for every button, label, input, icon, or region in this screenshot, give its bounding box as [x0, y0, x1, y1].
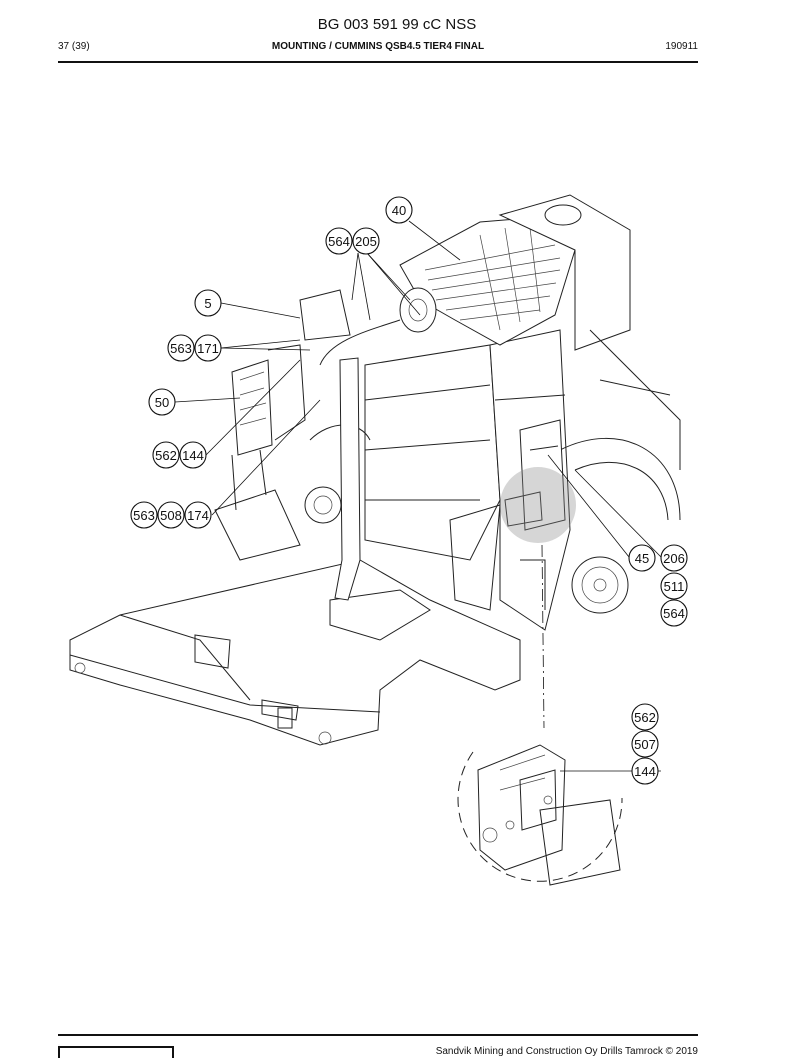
callout-511: 511	[660, 572, 688, 600]
callout-label: 144	[182, 448, 204, 463]
detail-link-line	[541, 544, 545, 729]
callout-label: 205	[355, 234, 377, 249]
callout-563: 563	[167, 334, 195, 362]
header-rule	[58, 61, 698, 63]
callout-label: 564	[328, 234, 350, 249]
callout-label: 507	[634, 737, 656, 752]
callout-label: 144	[634, 764, 656, 779]
callout-label: 174	[187, 508, 209, 523]
callout-562: 562	[152, 441, 180, 469]
callout-label: 508	[160, 508, 182, 523]
callout-564: 564	[660, 599, 688, 627]
document-date: 190911	[665, 41, 698, 52]
detail-highlight	[500, 467, 576, 543]
page-counter: 37 (39)	[58, 41, 90, 52]
document-number: BG 003 591 99 cC NSS	[317, 16, 477, 33]
callout-563: 563	[130, 501, 158, 529]
callout-label: 563	[170, 341, 192, 356]
callout-45: 45	[628, 544, 656, 572]
mounting-bracket	[449, 419, 566, 611]
cooling-grille	[399, 217, 576, 346]
callout-label: 50	[155, 395, 169, 410]
callout-label: 45	[635, 551, 649, 566]
callout-171: 171	[194, 334, 222, 362]
callout-144: 144	[631, 757, 659, 785]
callout-label: 511	[664, 579, 685, 594]
callout-144: 144	[179, 441, 207, 469]
brand-logo	[58, 1046, 174, 1058]
callout-50: 50	[148, 388, 176, 416]
callout-174: 174	[184, 501, 212, 529]
section-title: MOUNTING / CUMMINS QSB4.5 TIER4 FINAL	[271, 41, 485, 52]
callout-5: 5	[194, 289, 222, 317]
callout-label: 40	[392, 203, 406, 218]
callout-label: 562	[634, 710, 656, 725]
callout-label: 5	[204, 296, 211, 311]
callout-label: 562	[155, 448, 177, 463]
callout-507: 507	[631, 730, 659, 758]
callout-206: 206	[660, 544, 688, 572]
hydraulic-tank	[498, 194, 681, 470]
callout-label: 171	[197, 341, 219, 356]
callout-label: 564	[663, 606, 685, 621]
copyright-notice: Sandvik Mining and Construction Oy Drill…	[435, 1046, 698, 1057]
control-module	[214, 344, 306, 561]
chassis-frame	[69, 559, 521, 746]
callout-label: 563	[133, 508, 155, 523]
callout-508: 508	[157, 501, 185, 529]
callout-205: 205	[352, 227, 380, 255]
callout-label: 206	[663, 551, 685, 566]
callout-564: 564	[325, 227, 353, 255]
detail-view	[457, 744, 623, 886]
callout-562: 562	[631, 703, 659, 731]
callout-40: 40	[385, 196, 413, 224]
footer-rule	[58, 1034, 698, 1036]
wheel-arch	[304, 424, 681, 614]
